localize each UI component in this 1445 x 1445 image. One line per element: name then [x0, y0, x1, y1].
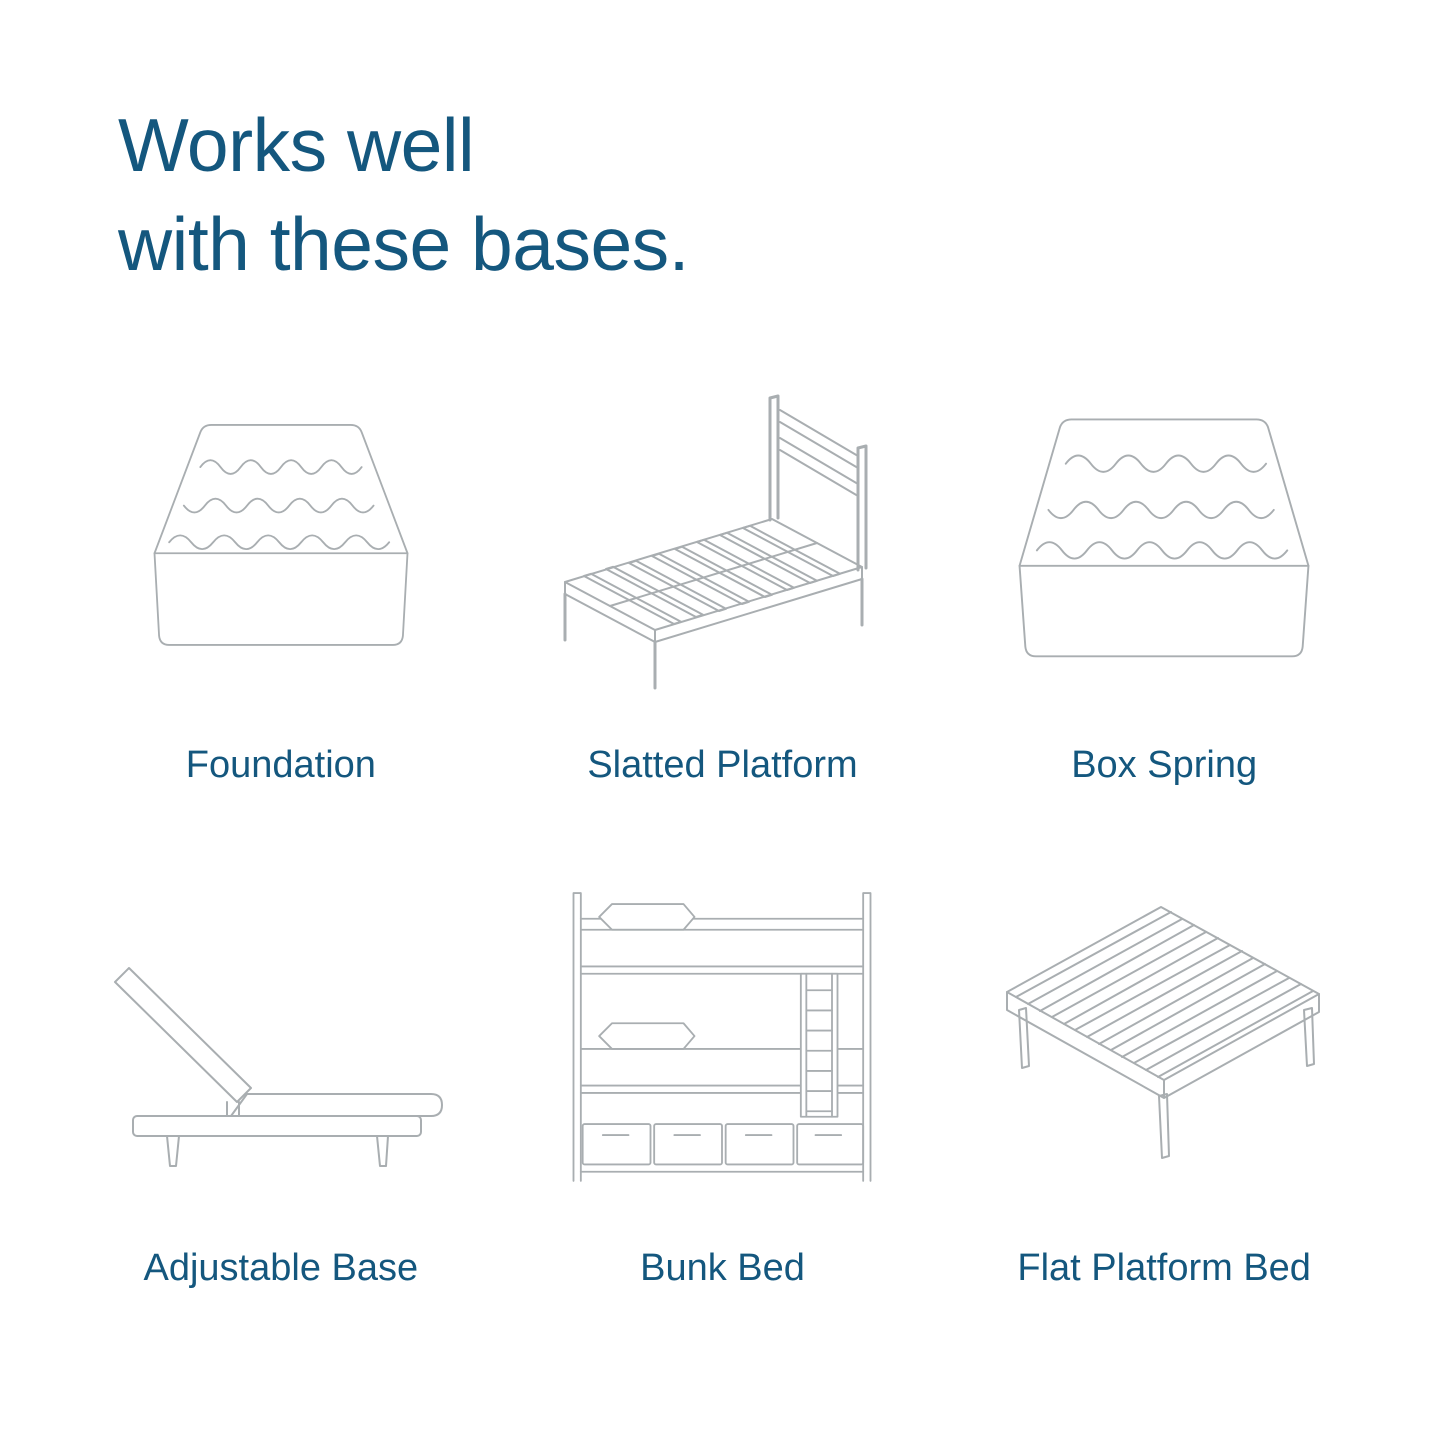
base-cell-bunk-bed: Bunk Bed: [502, 867, 944, 1290]
adjustable-base-icon: [113, 967, 443, 1167]
slatted-platform-icon: [563, 394, 868, 690]
foundation-icon-box: [116, 364, 446, 704]
flat-platform-bed-icon: [1006, 906, 1321, 1159]
base-cell-flat-platform-bed: Flat Platform Bed: [943, 867, 1385, 1290]
box-spring-icon-box: [989, 364, 1339, 704]
base-label-foundation: Foundation: [185, 744, 376, 786]
foundation-icon: [153, 424, 409, 646]
page-title-line-2: with these bases.: [118, 202, 690, 286]
base-cell-box-spring: Box Spring: [943, 364, 1385, 787]
page-title: Works well with these bases.: [0, 0, 1445, 294]
bunk-bed-icon: [573, 892, 872, 1182]
adjustable-base-icon-box: [81, 867, 481, 1207]
base-cell-slatted-platform: Slatted Platform: [502, 364, 944, 787]
base-label-bunk-bed: Bunk Bed: [640, 1247, 805, 1289]
bases-grid: Foundation: [0, 364, 1445, 1290]
bunk-bed-icon-box: [557, 867, 887, 1207]
slatted-platform-icon-box: [537, 364, 907, 704]
box-spring-icon: [1018, 418, 1310, 658]
flat-platform-bed-icon-box: [979, 867, 1349, 1207]
base-label-adjustable-base: Adjustable Base: [143, 1247, 419, 1289]
base-cell-adjustable-base: Adjustable Base: [60, 867, 502, 1290]
base-label-box-spring: Box Spring: [1071, 744, 1258, 786]
base-label-flat-platform-bed: Flat Platform Bed: [1017, 1247, 1311, 1289]
page-title-line-1: Works well: [118, 103, 475, 187]
base-cell-foundation: Foundation: [60, 364, 502, 787]
base-label-slatted-platform: Slatted Platform: [587, 744, 858, 786]
